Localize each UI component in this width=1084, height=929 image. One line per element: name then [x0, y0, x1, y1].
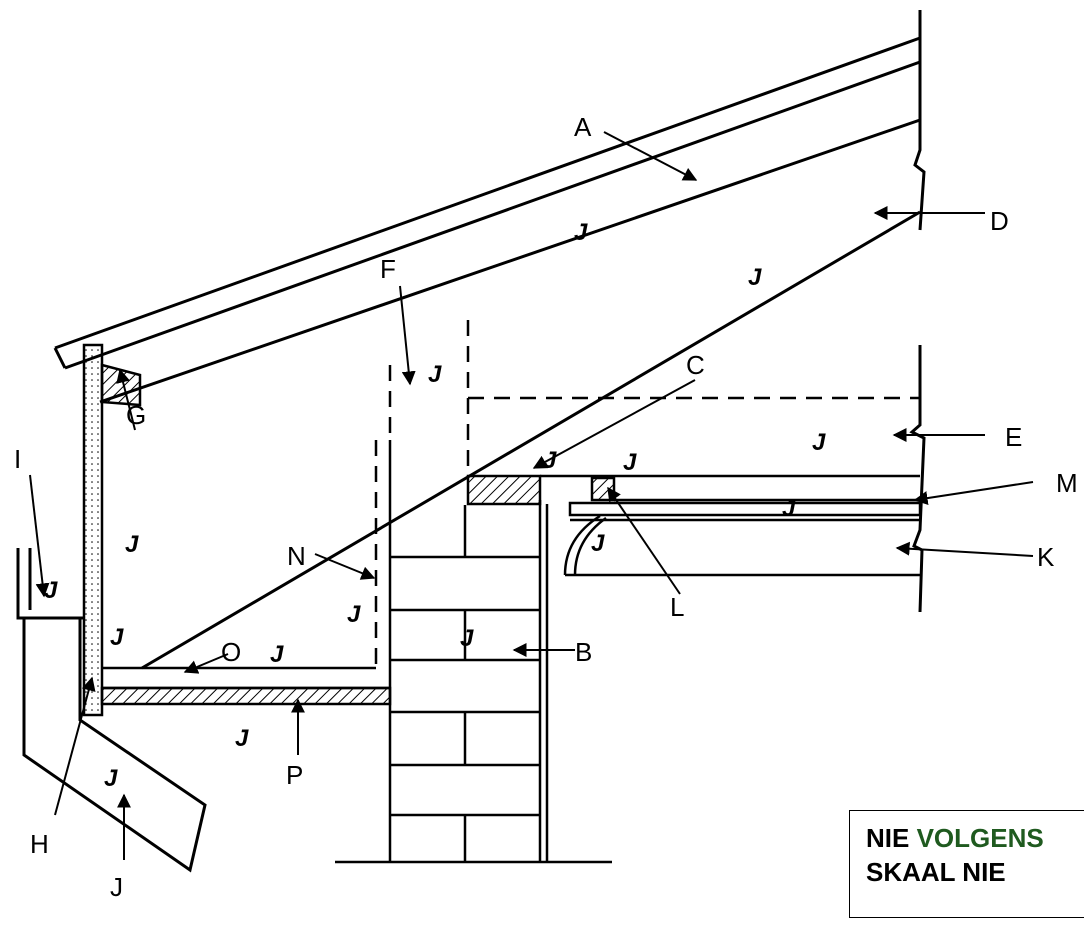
- tick-mark: J: [104, 765, 118, 792]
- label-I: I: [14, 444, 21, 474]
- label-A: A: [574, 112, 592, 142]
- tick-mark: J: [44, 577, 58, 604]
- wall-plate: [466, 474, 542, 506]
- note-prefix: NIE: [866, 823, 910, 853]
- section-break-lines: [909, 10, 926, 613]
- tick-mark: J: [543, 447, 557, 474]
- brick-wall: [335, 440, 612, 864]
- label-H: H: [30, 829, 49, 859]
- letter-labels: A D F C G E I M N K L O B P H J: [14, 112, 1078, 902]
- tick-mark: J: [574, 219, 588, 246]
- ceiling-brandering: [563, 476, 922, 577]
- ceiling-joist: [466, 320, 920, 478]
- tick-mark: J: [623, 449, 637, 476]
- note-line-1: NIE VOLGENS: [866, 821, 1084, 855]
- tick-mark: J: [110, 624, 124, 651]
- label-L: L: [670, 592, 684, 622]
- label-B: B: [575, 637, 592, 667]
- rafter: [99, 118, 921, 670]
- tick-mark: J: [125, 531, 139, 558]
- label-N: N: [287, 541, 306, 571]
- tick-mark: J: [460, 625, 474, 652]
- label-P: P: [286, 760, 303, 790]
- tick-mark: J: [235, 725, 249, 752]
- tick-mark: J: [347, 601, 361, 628]
- tick-marks: J J J J J J J J J J J J J J J J: [44, 219, 826, 792]
- note-line-2: SKAAL NIE: [866, 857, 1006, 887]
- dashed-outline: [374, 365, 392, 668]
- soffit: [100, 666, 392, 706]
- note-highlight: VOLGENS: [916, 823, 1044, 853]
- label-M: M: [1056, 468, 1078, 498]
- label-G: G: [126, 400, 146, 430]
- tick-mark: J: [782, 495, 796, 522]
- not-to-scale-note: NIE VOLGENS SKAAL NIE: [849, 810, 1084, 918]
- tick-mark: J: [428, 361, 442, 388]
- tick-mark: J: [812, 429, 826, 456]
- fascia-board: [82, 343, 142, 717]
- label-O: O: [221, 637, 241, 667]
- label-E: E: [1005, 422, 1022, 452]
- label-D: D: [990, 206, 1009, 236]
- label-K: K: [1037, 542, 1055, 572]
- tick-mark: J: [270, 641, 284, 668]
- label-C: C: [686, 350, 705, 380]
- roof-covering: [53, 36, 921, 370]
- tick-mark: J: [748, 264, 762, 291]
- label-F: F: [380, 254, 396, 284]
- gutter-and-downpipe: [16, 548, 207, 873]
- leader-arrows: [29, 131, 1034, 860]
- tick-mark: J: [591, 530, 605, 557]
- label-J: J: [110, 872, 123, 902]
